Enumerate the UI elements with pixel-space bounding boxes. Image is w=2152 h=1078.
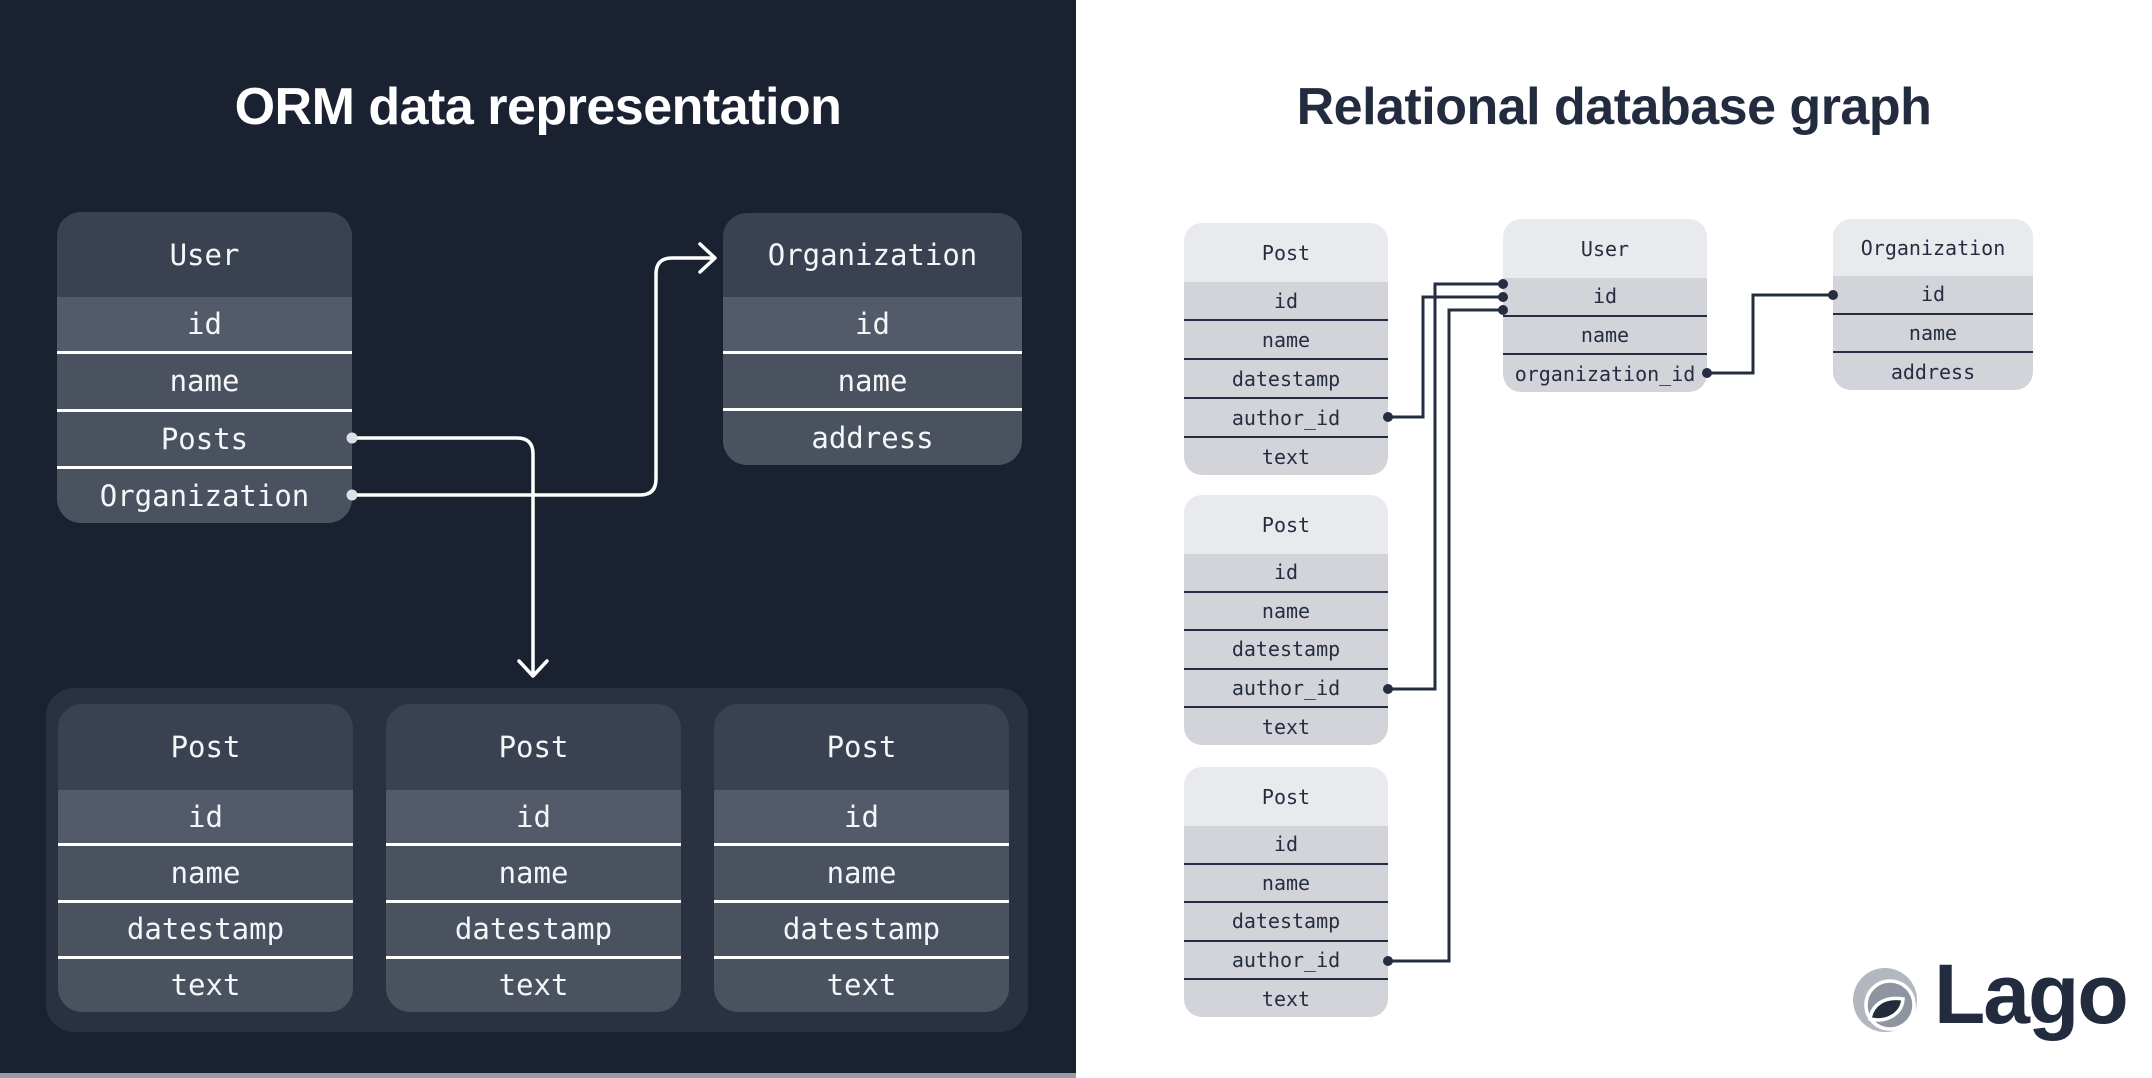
table-row: id [58,790,353,844]
table-row: datestamp [58,899,353,956]
table-header: Organization [723,213,1022,297]
table-row: name [1503,314,1707,354]
table-row: id [723,297,1022,351]
relational-panel-title: Relational database graph [1296,78,1932,136]
bottom-edge-strip [0,1073,1076,1078]
table-row: id [386,790,681,844]
table-row: name [1184,862,1388,902]
table-row: id [1184,826,1388,863]
table-row: name [723,351,1022,408]
table-row: name [1833,312,2033,352]
table-row: id [1184,554,1388,591]
table-row: text [58,955,353,1012]
table-header: Post [1184,223,1388,282]
table-row: Organization [57,465,352,523]
table-row: address [723,408,1022,465]
table-row: author_id [1184,667,1388,707]
table-header: Post [58,704,353,790]
table-row: id [714,790,1009,844]
table-row: id [1833,276,2033,313]
table-row: author_id [1184,397,1388,436]
table-row: datestamp [1184,901,1388,940]
table-header: Post [386,704,681,790]
table-row: id [1184,282,1388,319]
lago-swirl-icon [1853,968,1917,1032]
table-header: Organization [1833,219,2033,276]
table-header: Post [1184,767,1388,826]
table-row: Posts [57,408,352,466]
table-header: User [57,212,352,297]
table-row: organization_id [1503,353,1707,392]
table-row: datestamp [714,899,1009,956]
table-row: name [1184,590,1388,630]
table-row: datestamp [1184,629,1388,668]
table-row: name [57,351,352,409]
table-header: Post [714,704,1009,790]
table-row: text [1184,706,1388,745]
orm-panel-title: ORM data representation [234,78,842,136]
table-row: text [1184,436,1388,475]
lago-wordmark: Lago [1934,947,2129,1041]
table-row: text [1184,978,1388,1017]
table-row: datestamp [1184,358,1388,397]
table-row: id [57,297,352,352]
table-row: text [386,955,681,1012]
table-row: datestamp [386,899,681,956]
table-header: Post [1184,495,1388,554]
table-row: text [714,955,1009,1012]
table-header: User [1503,219,1707,278]
table-row: id [1503,278,1707,315]
lago-logo: Lago [1853,952,2152,1052]
table-row: name [714,843,1009,900]
table-row: name [386,843,681,900]
table-row: name [58,843,353,900]
table-row: author_id [1184,939,1388,979]
table-row: address [1833,351,2033,390]
table-row: name [1184,319,1388,358]
